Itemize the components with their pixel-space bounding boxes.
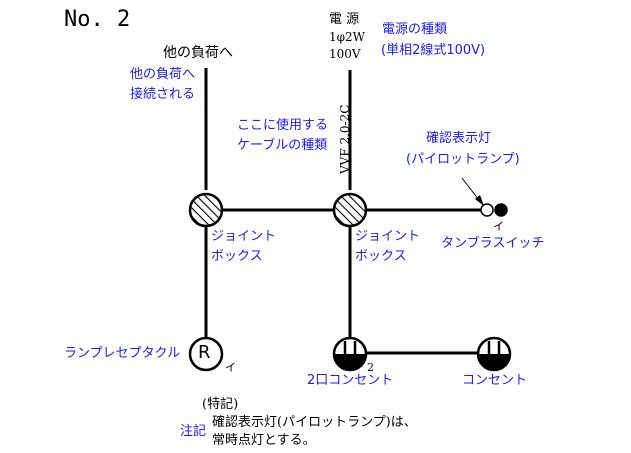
notes-side-label: 注記 <box>180 424 207 439</box>
notes-line-2: 常時点灯とする。 <box>212 433 316 448</box>
receptacle-letter: イ <box>225 361 236 374</box>
tumbler-switch-symbol <box>494 203 508 217</box>
junction-box-left-label: ジョイント <box>211 229 277 244</box>
notes-heading: (特記) <box>202 397 239 412</box>
source-annotation: 電源の種類 <box>382 22 448 37</box>
cable-type: VVF 2.0-2C <box>338 104 352 174</box>
junction-box-right-label: ジョイント <box>355 229 421 244</box>
junction-box-right-symbol <box>332 192 368 228</box>
cable-annotation: ここに使用する <box>237 118 329 133</box>
pilot-lamp-symbol <box>480 203 494 217</box>
source-annotation-detail: (単相2線式100V) <box>381 43 486 58</box>
duplex-outlet-label: 2口コンセント <box>307 373 394 388</box>
source-label: 電 源 <box>329 12 360 27</box>
other-load-label: 他の負荷へ <box>163 45 233 61</box>
receptacle-label: ランプレセプタクル <box>64 346 181 361</box>
diagram-title: No. 2 <box>64 7 131 32</box>
outlet-symbol <box>476 336 512 372</box>
other-load-annotation: 他の負荷へ <box>130 67 196 82</box>
duplex-outlet-number: 2 <box>367 361 374 374</box>
receptacle-symbol-letter: R <box>198 342 211 363</box>
pilot-lamp-arrowhead <box>475 195 484 206</box>
tumbler-switch-label: タンブラスイッチ <box>441 236 545 251</box>
notes-line-1: 確認表示灯(パイロットランプ)は、 <box>212 415 417 430</box>
source-phase: 1φ2W <box>329 30 366 44</box>
pilot-lamp-annotation-detail: (パイロットランプ) <box>406 152 520 167</box>
source-voltage: 100V <box>329 47 361 61</box>
other-load-annotation-detail: 接続される <box>130 87 196 102</box>
pilot-lamp-annotation: 確認表示灯 <box>426 131 492 146</box>
duplex-outlet-symbol <box>332 336 368 372</box>
junction-box-left-label-2: ボックス <box>211 249 263 264</box>
junction-box-right-label-2: ボックス <box>355 249 407 264</box>
cable-annotation-detail: ケーブルの種類 <box>237 138 328 153</box>
outlet-label: コンセント <box>462 373 528 388</box>
pilot-lamp-letter: イ <box>493 220 504 233</box>
receptacle-symbol <box>188 336 224 372</box>
junction-box-left-symbol <box>188 192 224 228</box>
